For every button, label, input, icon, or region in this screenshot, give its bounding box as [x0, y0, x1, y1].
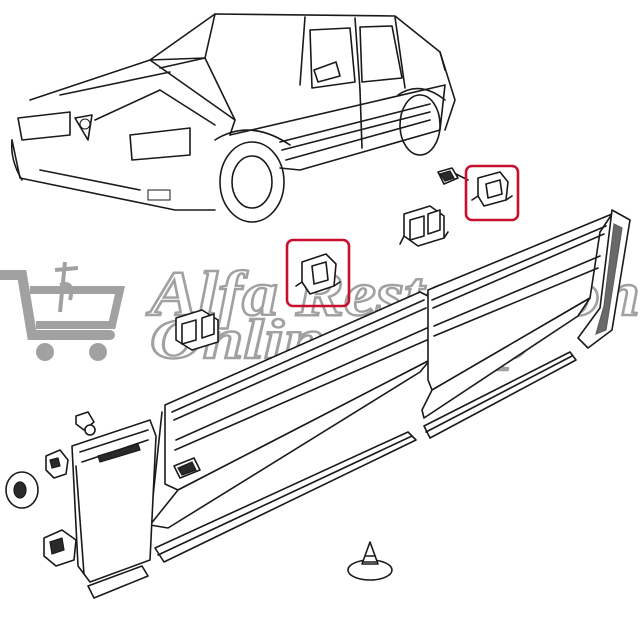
rear-arch-trim [577, 209, 631, 349]
retaining-clip-highlighted-2 [285, 238, 351, 308]
push-clip-1 [75, 411, 96, 436]
shopping-cart-logo-icon [0, 270, 126, 361]
bracket-clip-1 [399, 205, 449, 247]
rear-sill-strip [423, 351, 577, 439]
front-lower-strip [87, 565, 149, 599]
car-drawing [10, 13, 456, 223]
highlight-box-1 [464, 164, 520, 222]
retaining-clip-highlighted-1 [464, 164, 520, 222]
alfa-serpent-icon [54, 261, 79, 313]
front-door-moulding [149, 291, 437, 529]
bracket-clip-3 [43, 529, 77, 567]
front-wing-panel [71, 419, 157, 583]
grommet-part [5, 471, 39, 509]
rear-door-moulding [421, 213, 613, 419]
highlight-box-2 [285, 238, 351, 308]
bracket-clip-2 [175, 309, 219, 351]
push-rivet-part [347, 541, 393, 581]
push-clip-2 [45, 449, 69, 479]
bolt-part [173, 457, 201, 479]
front-sill-strip [154, 431, 417, 563]
screw-part [437, 167, 469, 185]
